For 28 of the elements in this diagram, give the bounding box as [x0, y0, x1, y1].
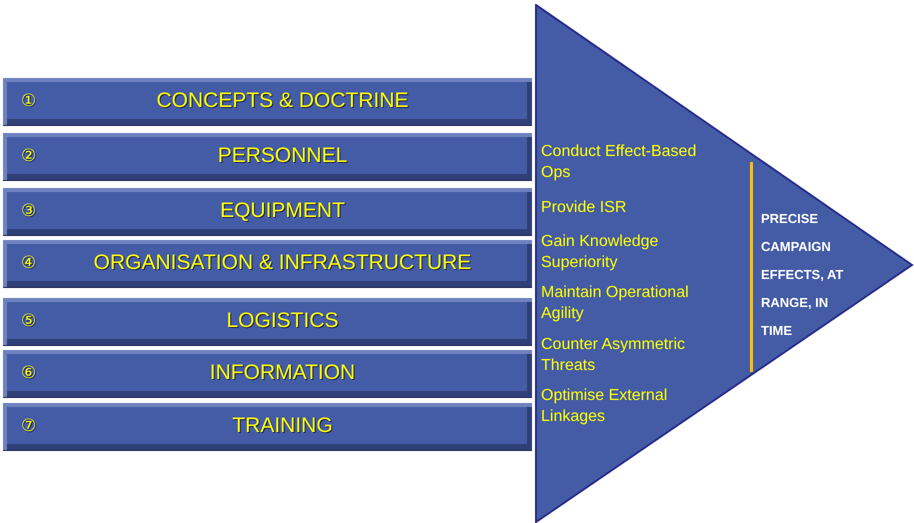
category-bar [3, 78, 532, 125]
result-text: PRECISE CAMPAIGN EFFECTS, AT RANGE, IN TIME [761, 210, 844, 340]
list-item: Counter Asymmetric Threats [541, 335, 686, 376]
list-item: Optimise External Linkages [541, 386, 668, 427]
number-label: ⑤ [21, 310, 36, 332]
number-label: ⑥ [21, 362, 36, 384]
bar-label: ORGANISATION & INFRASTRUCTURE [94, 251, 472, 275]
bar-label: CONCEPTS & DOCTRINE [156, 89, 409, 113]
number-label: ⑦ [21, 415, 36, 437]
bar-label: TRAINING [232, 414, 333, 438]
bar-label: PERSONNEL [218, 144, 348, 168]
category-bar [3, 240, 532, 287]
list-item: Conduct Effect-Based Ops [541, 142, 698, 183]
list-item: Provide ISR [541, 198, 628, 218]
number-label: ② [21, 145, 36, 167]
number-label: ④ [21, 252, 36, 274]
number-label: ① [21, 90, 36, 112]
bar-label: LOGISTICS [226, 309, 339, 333]
list-item: Maintain Operational Agility [541, 283, 690, 324]
number-label: ③ [21, 200, 36, 222]
category-bar [3, 403, 532, 450]
bar-label: EQUIPMENT [220, 199, 345, 223]
bar-label: INFORMATION [210, 361, 356, 385]
category-bar [3, 298, 532, 345]
category-bar [3, 188, 532, 235]
category-bar [3, 350, 532, 397]
list-item: Gain Knowledge Superiority [541, 232, 660, 273]
category-bar [3, 133, 532, 180]
